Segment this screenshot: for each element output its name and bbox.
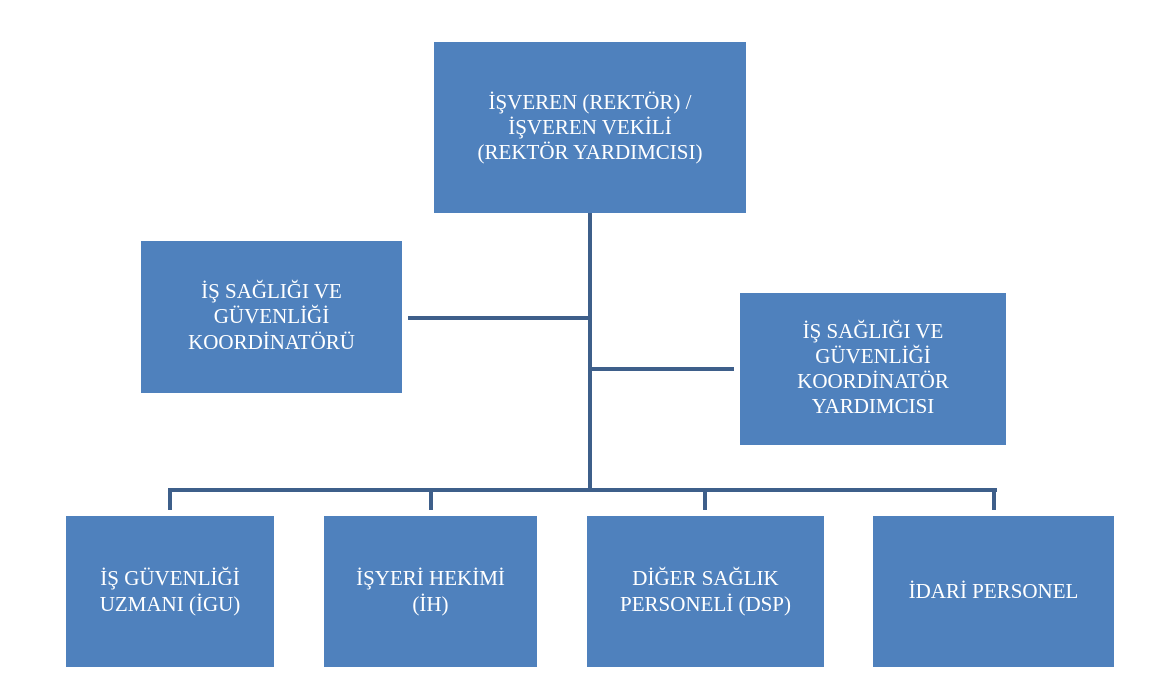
administrative-staff-label: İDARİ PERSONEL bbox=[908, 578, 1079, 603]
workplace-physician-box: İŞYERİ HEKİMİ (İH) bbox=[324, 516, 537, 667]
connector-bottom-horizontal bbox=[168, 488, 997, 492]
employer-label: İŞVEREN (REKTÖR) / İŞVEREN VEKİLİ (REKTÖ… bbox=[477, 89, 703, 165]
other-health-staff-box: DİĞER SAĞLIK PERSONELİ (DSP) bbox=[587, 516, 824, 667]
connector-drop-igu bbox=[168, 488, 172, 510]
safety-specialist-box: İŞ GÜVENLİĞİ UZMANI (İGU) bbox=[66, 516, 274, 667]
connector-drop-idari bbox=[992, 488, 996, 510]
ohs-coordinator-assistant-label: İŞ SAĞLIĞI VE GÜVENLİĞİ KOORDİNATÖR YARD… bbox=[797, 318, 949, 419]
workplace-physician-label: İŞYERİ HEKİMİ (İH) bbox=[356, 566, 505, 616]
connector-main-vertical bbox=[588, 213, 592, 490]
connector-drop-dsp bbox=[703, 488, 707, 510]
connector-left-branch bbox=[408, 316, 590, 320]
administrative-staff-box: İDARİ PERSONEL bbox=[873, 516, 1114, 667]
ohs-coordinator-label: İŞ SAĞLIĞI VE GÜVENLİĞİ KOORDİNATÖRÜ bbox=[188, 279, 355, 354]
ohs-coordinator-assistant-box: İŞ SAĞLIĞI VE GÜVENLİĞİ KOORDİNATÖR YARD… bbox=[740, 293, 1006, 445]
connector-right-branch bbox=[590, 367, 734, 371]
employer-box: İŞVEREN (REKTÖR) / İŞVEREN VEKİLİ (REKTÖ… bbox=[434, 42, 746, 213]
ohs-coordinator-box: İŞ SAĞLIĞI VE GÜVENLİĞİ KOORDİNATÖRÜ bbox=[141, 241, 402, 393]
safety-specialist-label: İŞ GÜVENLİĞİ UZMANI (İGU) bbox=[99, 566, 241, 616]
connector-drop-ih bbox=[429, 488, 433, 510]
other-health-staff-label: DİĞER SAĞLIK PERSONELİ (DSP) bbox=[620, 566, 791, 616]
